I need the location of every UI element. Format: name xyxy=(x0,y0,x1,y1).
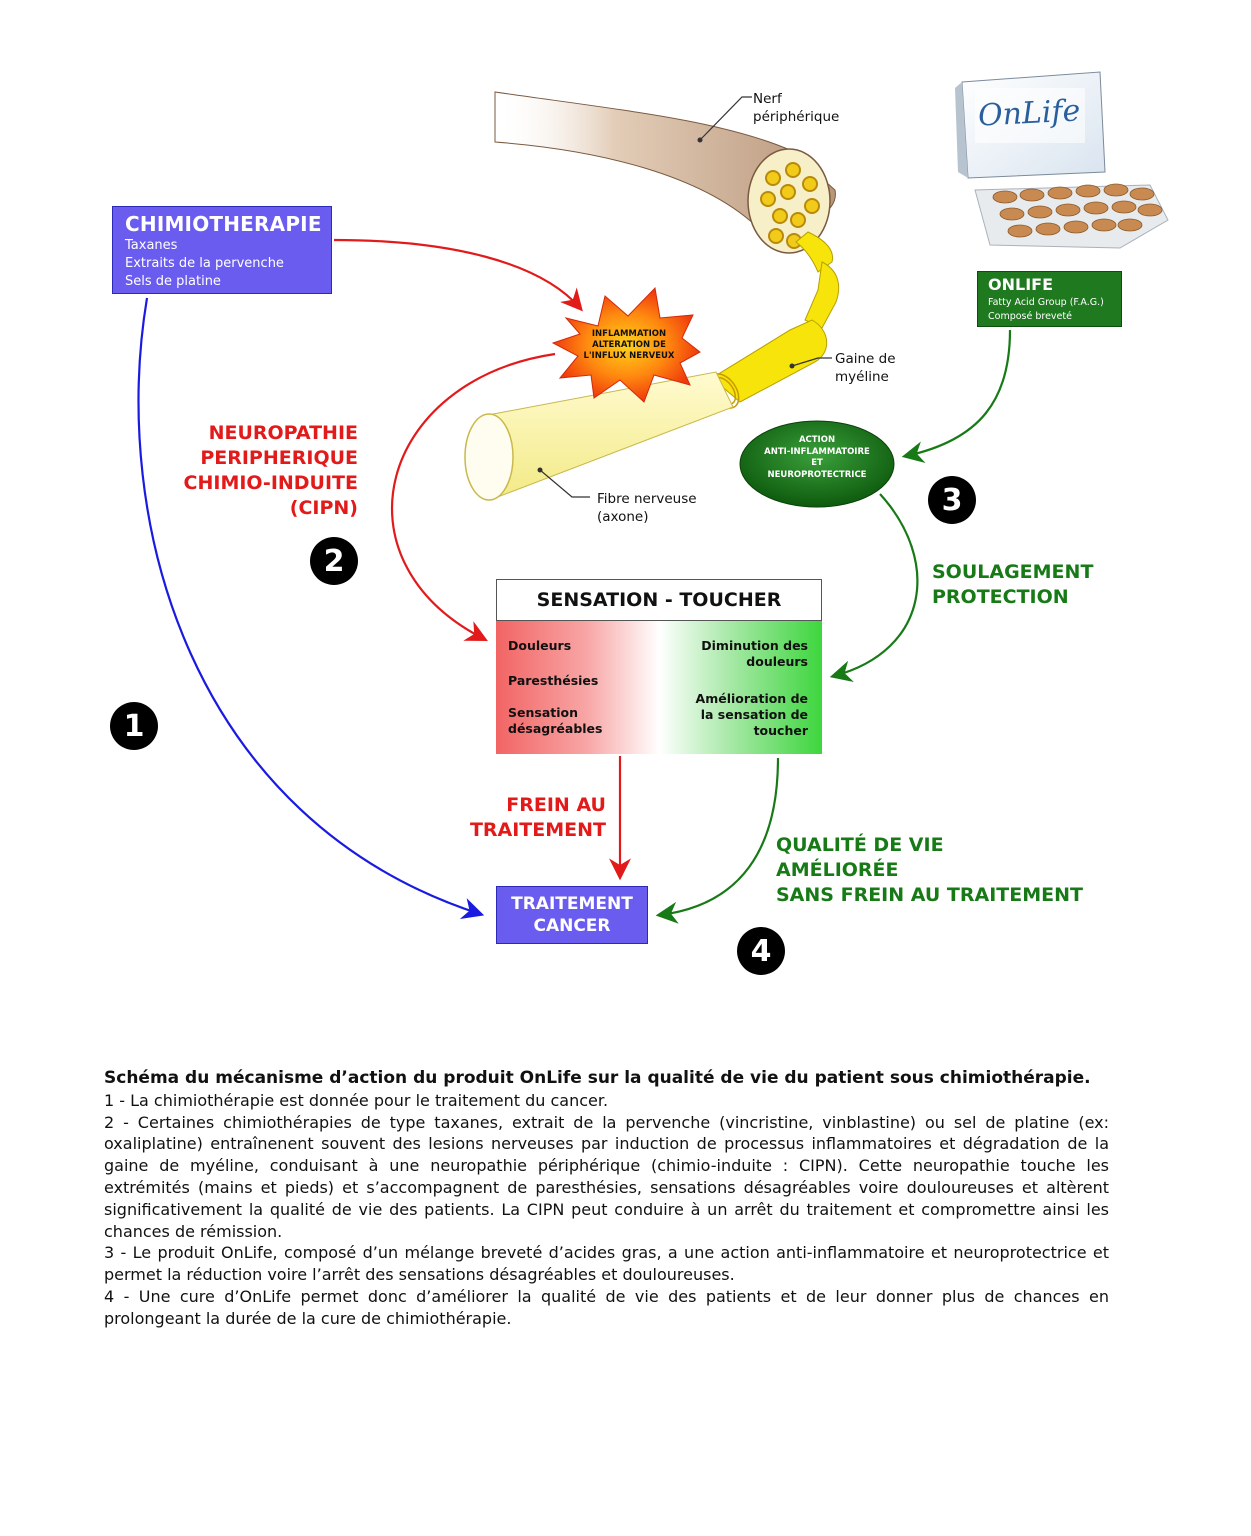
action-line3: ET xyxy=(811,458,823,468)
arrow-sensation-to-cancer-green xyxy=(655,757,780,924)
sensation-left-item: Douleurs xyxy=(508,638,572,653)
arrow-chemo-to-inflammation xyxy=(333,238,583,312)
caption-paragraph: 4 - Une cure d’OnLife permet donc d’amél… xyxy=(104,1286,1109,1328)
axon-end xyxy=(464,413,514,501)
myelin-label-line1: Gaine de xyxy=(835,351,896,367)
leader-dots xyxy=(537,137,795,473)
sensation-left-item: Paresthésies xyxy=(508,673,599,688)
fiber-label: Fibre nerveuse (axone) xyxy=(597,490,697,526)
action-text: ACTION ANTI-INFLAMMATOIRE ET NEUROPROTEC… xyxy=(752,435,882,481)
quality-line2: AMÉLIORÉE xyxy=(776,859,899,881)
onlife-box: ONLIFE Fatty Acid Group (F.A.G.) Composé… xyxy=(977,271,1122,327)
action-line4: NEUROPROTECTRICE xyxy=(767,469,867,480)
chemo-item: Sels de platine xyxy=(125,274,221,289)
chemotherapy-box: CHIMIOTHERAPIE Taxanes Extraits de la pe… xyxy=(112,206,332,294)
inflammation-text: INFLAMMATION ALTERATION DE L'INFLUX NERV… xyxy=(574,329,684,362)
product-brand: OnLife xyxy=(977,93,1082,134)
arrow-onlife-to-action xyxy=(901,329,1012,464)
step-number-2: 2 xyxy=(310,537,358,585)
step-number-4: 4 xyxy=(737,927,785,975)
myelin-segment-2 xyxy=(804,261,840,329)
cancer-line1: TRAITEMENT xyxy=(511,894,633,914)
onlife-line1: Fatty Acid Group (F.A.G.) xyxy=(988,297,1104,308)
arrow-action-to-sensation xyxy=(829,493,919,682)
action-line1: ACTION xyxy=(798,435,836,445)
quality-line1: QUALITÉ DE VIE xyxy=(776,834,944,856)
myelin-segment-1 xyxy=(795,231,834,273)
burst-line1: INFLAMMATION xyxy=(591,329,667,339)
relief-line2: PROTECTION xyxy=(932,586,1069,608)
nerve-label-line1: Nerf xyxy=(753,91,782,107)
brake-line1: FREIN AU xyxy=(506,794,606,816)
cancer-treatment-box: TRAITEMENT CANCER xyxy=(496,886,648,944)
burst-line2: ALTERATION DE xyxy=(592,340,666,350)
cipn-line1: NEUROPATHIE xyxy=(208,422,358,444)
chemotherapy-title: CHIMIOTHERAPIE xyxy=(125,212,322,236)
cipn-label: NEUROPATHIE PERIPHERIQUE CHIMIO-INDUITE … xyxy=(170,421,358,521)
cipn-line2: PERIPHERIQUE xyxy=(200,447,358,469)
relief-line1: SOULAGEMENT xyxy=(932,561,1094,583)
caption-paragraph: 3 - Le produit OnLife, composé d’un méla… xyxy=(104,1243,1109,1285)
nerve-label: Nerf périphérique xyxy=(753,90,839,126)
step-number-1: 1 xyxy=(110,702,158,750)
cancer-line2: CANCER xyxy=(533,916,611,936)
nerve-label-line2: périphérique xyxy=(753,109,840,125)
step-number-3: 3 xyxy=(928,476,976,524)
chemo-item: Taxanes xyxy=(125,238,178,253)
caption-title: Schéma du mécanisme d’action du produit … xyxy=(104,1068,1091,1088)
sensation-right-item: Diminution des douleurs xyxy=(701,638,808,669)
cipn-line4: (CIPN) xyxy=(289,497,358,519)
caption-paragraph: 2 - Certaines chimiothérapies de type ta… xyxy=(104,1112,1109,1241)
axon xyxy=(487,371,734,499)
caption-paragraph: 1 - La chimiothérapie est donnée pour le… xyxy=(104,1090,609,1110)
action-line2: ANTI-INFLAMMATOIRE xyxy=(764,446,870,457)
myelin-label: Gaine de myéline xyxy=(835,350,896,386)
onlife-title: ONLIFE xyxy=(988,275,1053,294)
brake-label: FREIN AU TRAITEMENT xyxy=(440,793,606,843)
nerve-fascicles xyxy=(760,162,820,249)
fiber-label-line1: Fibre nerveuse xyxy=(597,491,697,507)
burst-line3: L'INFLUX NERVEUX xyxy=(583,351,675,361)
cipn-line3: CHIMIO-INDUITE xyxy=(183,472,358,494)
sensation-right-item: Amélioration de la sensation de toucher xyxy=(695,691,808,738)
action-ellipse xyxy=(739,420,895,508)
relief-label: SOULAGEMENT PROTECTION xyxy=(932,560,1093,610)
myelin-label-line2: myéline xyxy=(835,369,889,385)
arrow-inflammation-to-sensation xyxy=(390,352,556,642)
sensation-panel xyxy=(496,621,822,754)
brake-line2: TRAITEMENT xyxy=(469,819,606,841)
sensation-left-item: Sensation désagréables xyxy=(508,705,603,736)
leader-lines xyxy=(539,96,832,498)
inflammation-burst xyxy=(551,286,701,403)
product-package xyxy=(955,71,1169,249)
caption: Schéma du mécanisme d’action du produit … xyxy=(104,1068,1109,1330)
fiber-label-line2: (axone) xyxy=(597,509,649,525)
arrow-chemo-to-cancer xyxy=(137,297,485,920)
quality-label: QUALITÉ DE VIE AMÉLIORÉE SANS FREIN AU T… xyxy=(776,833,1083,908)
sensation-title: SENSATION - TOUCHER xyxy=(496,579,822,621)
onlife-line2: Composé breveté xyxy=(988,311,1072,322)
quality-line3: SANS FREIN AU TRAITEMENT xyxy=(776,884,1083,906)
chemo-item: Extraits de la pervenche xyxy=(125,256,284,271)
